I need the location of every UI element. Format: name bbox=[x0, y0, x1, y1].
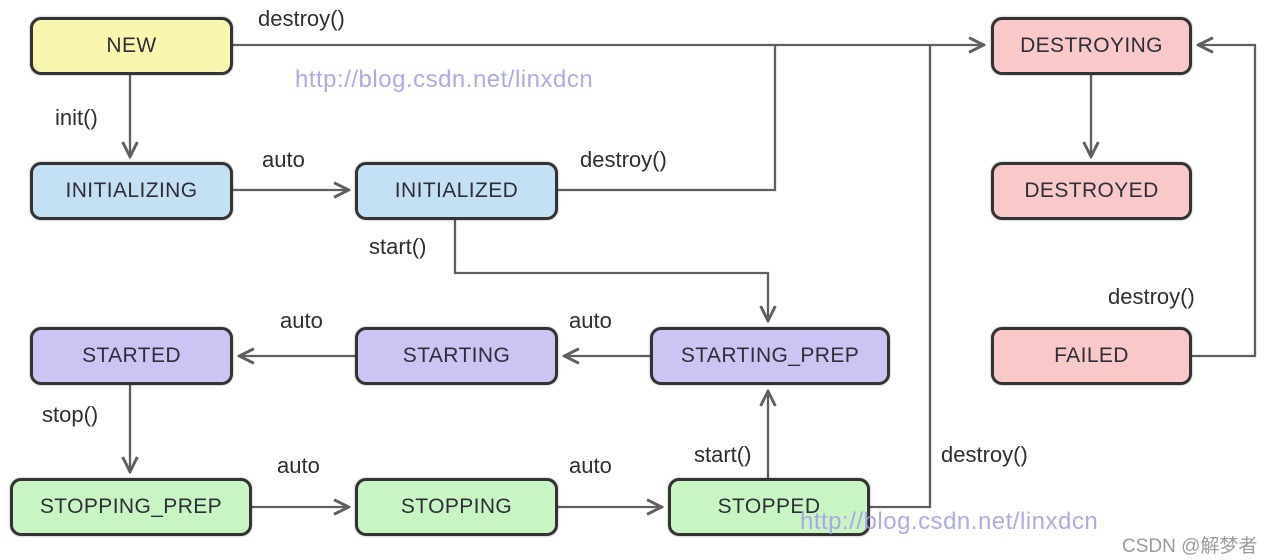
watermark-url-top: http://blog.csdn.net/linxdcn bbox=[295, 66, 594, 93]
state-destroyed: DESTROYED bbox=[991, 162, 1192, 220]
state-stopping-prep: STOPPING_PREP bbox=[10, 478, 252, 536]
watermark-credit: CSDN @解梦者 bbox=[1122, 536, 1258, 557]
edge-label-starting-prep-auto: auto bbox=[569, 308, 612, 333]
edge-label-stopping-auto: auto bbox=[569, 453, 612, 478]
edge-label-started-stop: stop() bbox=[42, 402, 99, 427]
edge-label-stopped-start: start() bbox=[694, 442, 752, 467]
edge-stopped-to-destroying bbox=[870, 46, 932, 509]
edge-label-init: init() bbox=[55, 105, 98, 130]
edge-failed-to-destroying bbox=[1192, 45, 1257, 358]
state-stopping: STOPPING bbox=[355, 478, 558, 536]
edge-label-initializing-auto: auto bbox=[262, 147, 305, 172]
state-starting-prep: STARTING_PREP bbox=[650, 327, 890, 385]
edge-label-initialized-destroy: destroy() bbox=[580, 147, 667, 172]
state-started: STARTED bbox=[30, 327, 233, 385]
edge-label-stopped-destroy: destroy() bbox=[941, 442, 1028, 467]
edge-initialized-to-destroying bbox=[558, 46, 777, 192]
edge-label-new-destroy: destroy() bbox=[258, 6, 345, 31]
state-initializing: INITIALIZING bbox=[30, 162, 233, 220]
state-failed: FAILED bbox=[991, 327, 1192, 385]
edge-label-failed-destroy: destroy() bbox=[1108, 284, 1195, 309]
state-initialized: INITIALIZED bbox=[355, 162, 558, 220]
state-destroying: DESTROYING bbox=[991, 17, 1192, 75]
edge-label-stopping-prep-auto: auto bbox=[277, 453, 320, 478]
state-new: NEW bbox=[30, 17, 233, 75]
state-starting: STARTING bbox=[355, 327, 558, 385]
state-stopped: STOPPED bbox=[668, 478, 870, 536]
edge-label-starting-auto: auto bbox=[280, 308, 323, 333]
watermark-url-bottom: http://blog.csdn.net/linxdcn bbox=[800, 508, 1099, 535]
edge-label-initialized-start: start() bbox=[369, 234, 427, 259]
edge-initialized-to-starting-prep bbox=[453, 220, 768, 320]
